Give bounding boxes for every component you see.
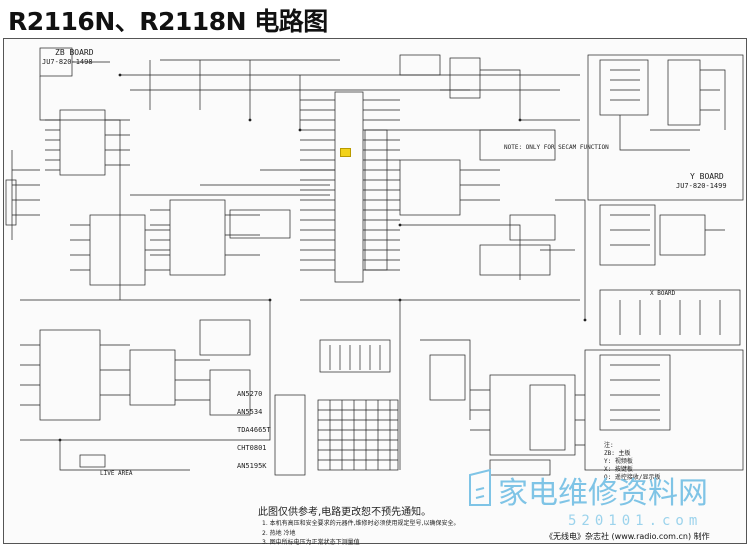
legend-item: Y: 视频板 [604, 458, 633, 465]
ic-name: TDA4665T [237, 426, 271, 434]
note-line-3: 3. 图中所标电压为正常状态下测量值 [262, 539, 360, 546]
note-line-2: 2. 热地 冷地 [262, 530, 296, 537]
x-board-label: X BOARD [650, 290, 676, 297]
ic-name: AN5195K [237, 462, 267, 470]
legend-title: 注: [604, 442, 614, 449]
legend-item: ZB: 主板 [604, 450, 631, 457]
page-title: R2116N、R2118N 电路图 [8, 7, 328, 36]
legend-item: X: 按键板 [604, 466, 633, 473]
zb-board-code: JU7-820-1498 [42, 58, 93, 66]
ic-name: AN5534 [237, 408, 263, 416]
legend-item: Q: 遥控接收/显示板 [604, 474, 661, 481]
secam-note: NOTE: ONLY FOR SECAM FUNCTION [504, 144, 609, 151]
ic-name: CHT0801 [237, 444, 267, 452]
watermark-url: 520101.com [568, 513, 703, 529]
y-board-code: JU7-820-1499 [676, 182, 727, 190]
zb-board-label: ZB BOARD [55, 48, 94, 57]
note-line-1: 1. 本机有高压和安全要求的元器件,维修时必须使用规定型号,以确保安全。 [262, 520, 460, 527]
watermark-text: 家电维修资料网 [498, 476, 708, 511]
live-area-label: LIVE AREA [100, 470, 133, 477]
highlight-marker [340, 148, 351, 157]
credit-text: 《无线电》杂志社 (www.radio.com.cn) 制作 [545, 532, 710, 541]
disclaimer-note: 此图仅供参考,电路更改恕不预先通知。 [258, 507, 432, 518]
y-board-label: Y BOARD [690, 172, 724, 181]
ic-name: AN5270 [237, 390, 263, 398]
